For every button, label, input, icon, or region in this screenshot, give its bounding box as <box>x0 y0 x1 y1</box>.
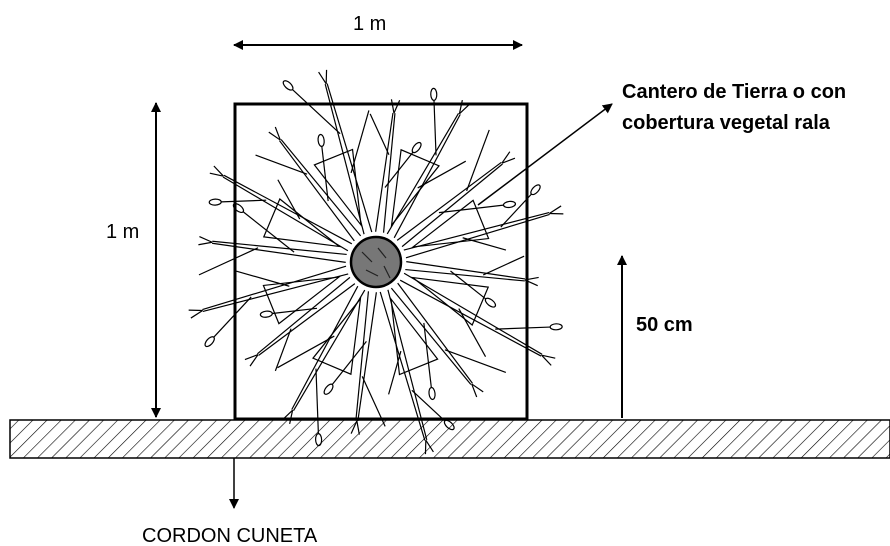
trunk-texture <box>361 247 391 279</box>
tree-trunk <box>349 235 403 289</box>
height-dimension-label: 1 m <box>106 221 139 243</box>
planter-square <box>233 102 529 421</box>
curb-height-dimension-label: 50 cm <box>636 314 693 336</box>
tree-canopy <box>188 69 564 455</box>
width-dimension-label: 1 m <box>353 13 386 35</box>
planter-label-line2: cobertura vegetal rala <box>622 112 831 134</box>
curb-label: CORDON CUNETA <box>142 525 318 546</box>
curb-strip <box>9 419 890 459</box>
planter-callout-arrow <box>477 103 613 206</box>
planter-label-line1: Cantero de Tierra o con <box>622 81 846 103</box>
